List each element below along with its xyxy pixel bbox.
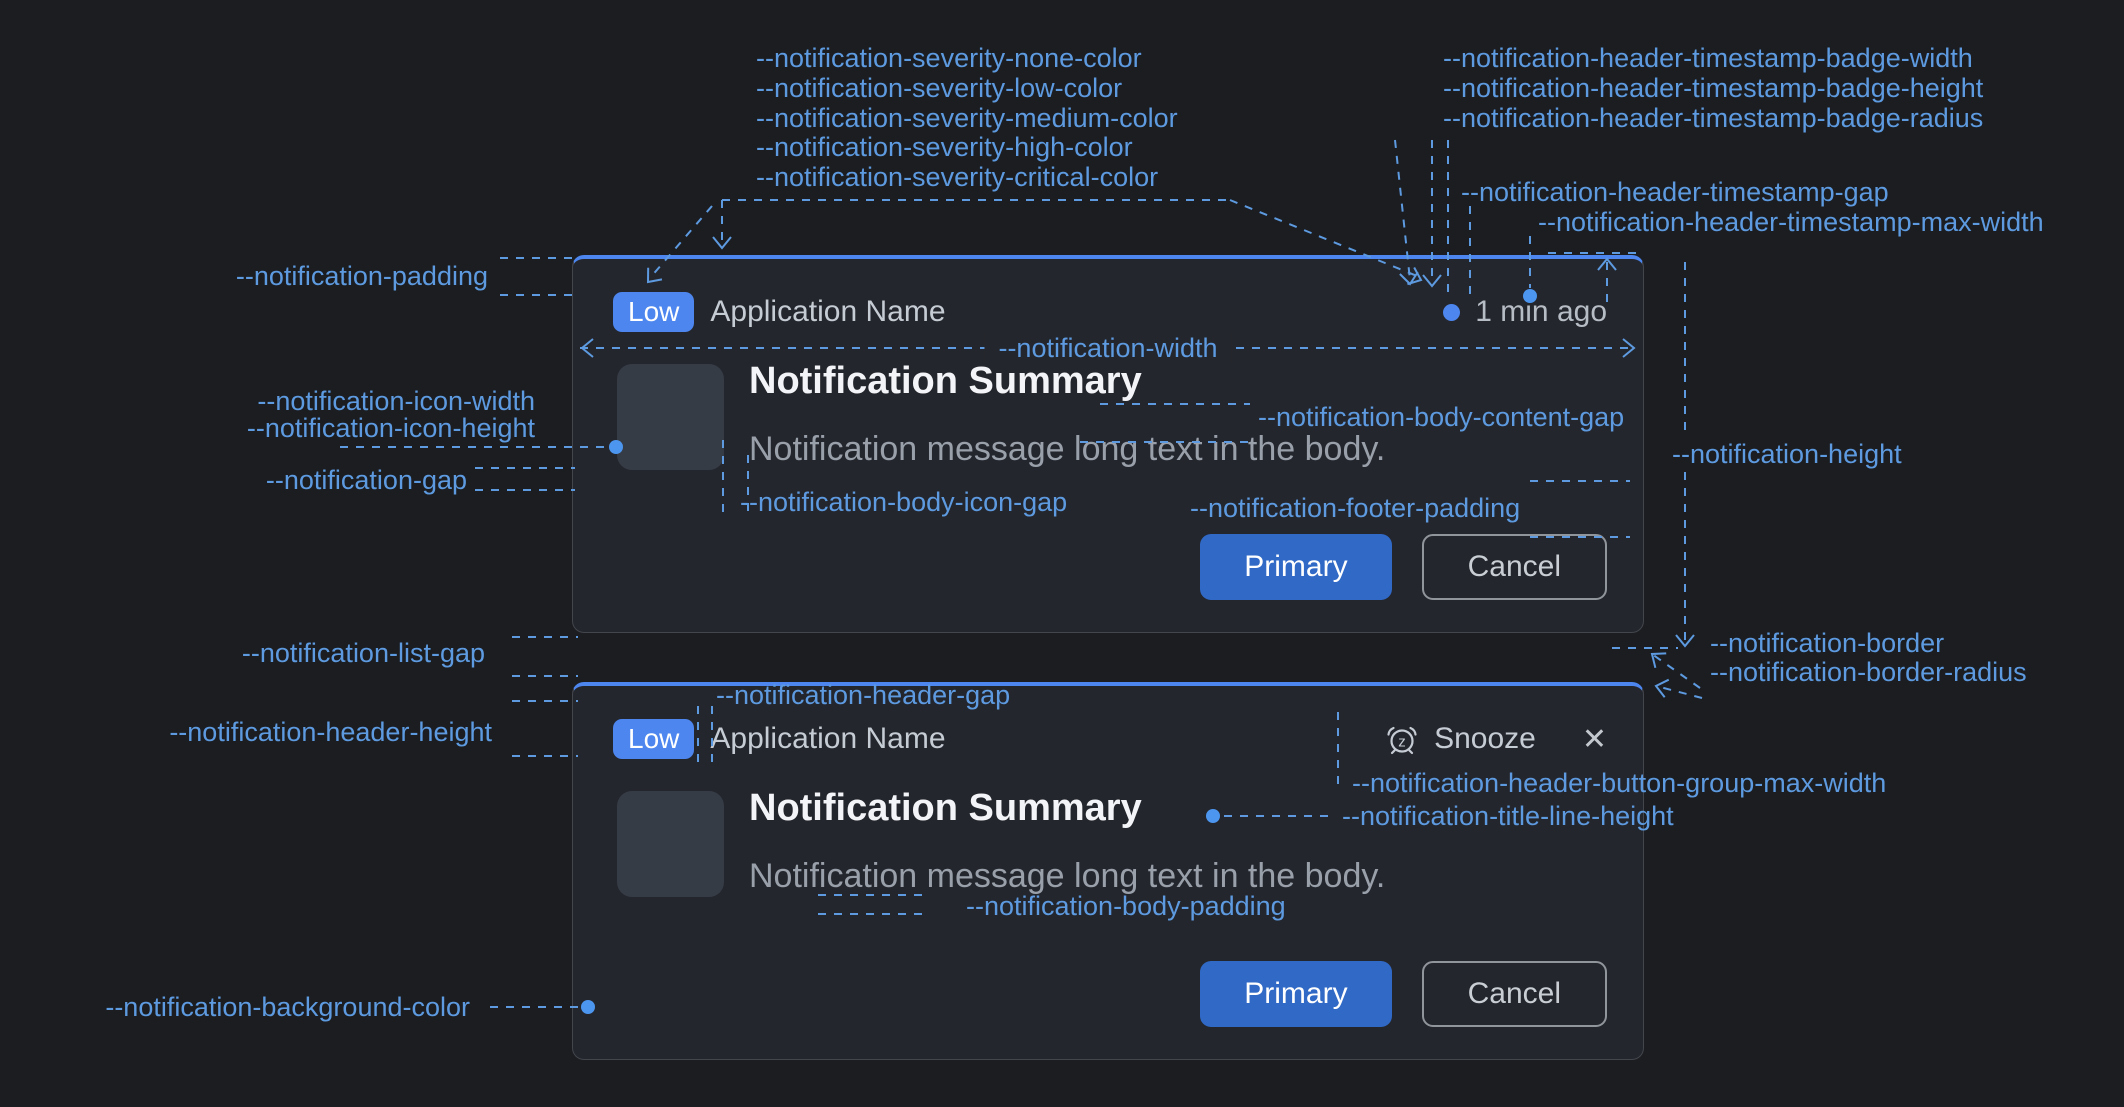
label-timestamp-badge-radius: --notification-header-timestamp-badge-ra…	[1443, 103, 1984, 133]
notification-header: Low Application Name 1 min ago	[613, 289, 1607, 335]
label-severity-none-color: --notification-severity-none-color	[756, 43, 1142, 73]
notification-card-2: Low Application Name z Snooze ✕	[572, 682, 1644, 1060]
label-header-height: --notification-header-height	[169, 717, 492, 747]
snooze-alarm-icon: z	[1384, 721, 1420, 757]
label-padding: --notification-padding	[235, 261, 488, 291]
label-severity-high-color: --notification-severity-high-color	[756, 132, 1133, 162]
app-name: Application Name	[710, 295, 946, 328]
label-border-radius: --notification-border-radius	[1710, 657, 2027, 687]
cancel-button[interactable]: Cancel	[1421, 534, 1607, 600]
notification-icon-placeholder	[617, 791, 724, 897]
svg-text:z: z	[1398, 734, 1406, 751]
label-timestamp-badge-height: --notification-header-timestamp-badge-he…	[1443, 73, 1984, 103]
severity-badge: Low	[613, 719, 695, 759]
label-timestamp-badge-width: --notification-header-timestamp-badge-wi…	[1443, 43, 1973, 73]
primary-button[interactable]: Primary	[1200, 961, 1392, 1027]
label-icon-width: --notification-icon-width	[257, 386, 535, 416]
severity-badge: Low	[613, 292, 695, 332]
notification-message: Notification message long text in the bo…	[749, 430, 1386, 468]
label-width: --notification-width	[984, 333, 1232, 363]
snooze-label: Snooze	[1434, 722, 1536, 755]
label-border: --notification-border	[1710, 628, 1945, 658]
label-header-button-group-max-width: --notification-header-button-group-max-w…	[1352, 768, 1887, 798]
notification-card-1: Low Application Name 1 min ago Notificat…	[572, 255, 1644, 633]
label-body-icon-gap: --notification-body-icon-gap	[740, 487, 1068, 517]
snooze-button[interactable]: z Snooze	[1384, 721, 1536, 757]
label-severity-medium-color: --notification-severity-medium-color	[756, 103, 1178, 133]
primary-button[interactable]: Primary	[1200, 534, 1392, 600]
label-body-padding: --notification-body-padding	[966, 891, 1286, 921]
close-icon[interactable]: ✕	[1581, 722, 1607, 756]
label-timestamp-max-width: --notification-header-timestamp-max-widt…	[1538, 207, 2044, 237]
label-gap: --notification-gap	[265, 465, 467, 495]
notification-message: Notification message long text in the bo…	[749, 857, 1386, 895]
timestamp-text: 1 min ago	[1475, 295, 1607, 328]
notification-title: Notification Summary	[749, 360, 1142, 402]
unread-dot-icon	[1443, 303, 1461, 321]
label-background-color: --notification-background-color	[105, 992, 470, 1022]
label-icon-height: --notification-icon-height	[246, 413, 535, 443]
notification-header: Low Application Name z Snooze ✕	[613, 716, 1607, 762]
label-severity-low-color: --notification-severity-low-color	[756, 73, 1123, 103]
notification-body: Notification Summary Notification messag…	[749, 359, 1603, 469]
timestamp: 1 min ago	[1443, 295, 1607, 329]
label-height: --notification-height	[1662, 439, 1912, 469]
notification-title: Notification Summary	[749, 787, 1142, 829]
label-title-line-height: --notification-title-line-height	[1342, 801, 1674, 831]
label-list-gap: --notification-list-gap	[241, 638, 485, 668]
label-severity-critical-color: --notification-severity-critical-color	[756, 162, 1159, 192]
label-timestamp-gap: --notification-header-timestamp-gap	[1461, 177, 1889, 207]
label-footer-padding: --notification-footer-padding	[1190, 493, 1521, 523]
app-name: Application Name	[710, 722, 946, 755]
label-body-content-gap: --notification-body-content-gap	[1258, 402, 1625, 432]
notification-body: Notification Summary Notification messag…	[749, 786, 1603, 896]
notification-icon-placeholder	[617, 364, 724, 470]
notification-footer: Primary Cancel	[1200, 961, 1607, 1027]
notification-footer: Primary Cancel	[1200, 534, 1607, 600]
cancel-button[interactable]: Cancel	[1421, 961, 1607, 1027]
label-header-gap: --notification-header-gap	[716, 680, 1011, 710]
